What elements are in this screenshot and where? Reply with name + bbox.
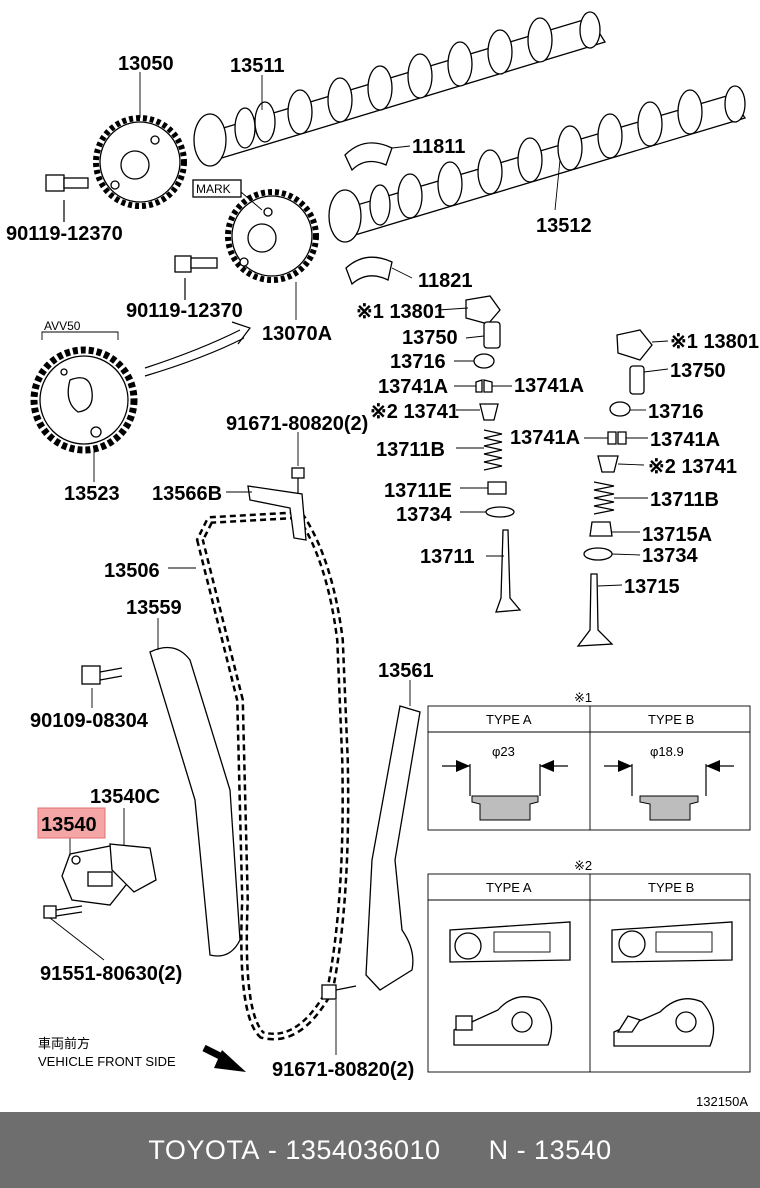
note-table-2 xyxy=(427,873,751,1073)
label-13559[interactable]: 13559 xyxy=(126,597,182,619)
note1-mark: ※1 xyxy=(574,690,592,705)
label-11811[interactable]: 11811 xyxy=(412,136,465,158)
label-91671-a[interactable]: 91671-80820(2) xyxy=(226,413,368,435)
bolt-91671-b xyxy=(321,984,357,1000)
label-13711B-b[interactable]: 13711B xyxy=(650,489,719,511)
footer-ref: N - 13540 xyxy=(488,1134,612,1165)
label-13070A[interactable]: 13070A xyxy=(262,323,332,345)
bolt-91671-a xyxy=(291,467,305,494)
gasket-13540C xyxy=(109,843,157,893)
label-13540C[interactable]: 13540C xyxy=(90,786,160,808)
vehicle-front-en: VEHICLE FRONT SIDE xyxy=(38,1054,176,1069)
label-13711E[interactable]: 13711E xyxy=(384,480,452,502)
note2-type-b: TYPE B xyxy=(648,880,694,895)
tensioner-arm-13559 xyxy=(149,646,241,957)
label-13734-b[interactable]: 13734 xyxy=(642,545,698,567)
valvetrain-left xyxy=(465,295,522,613)
vehicle-front-arrow-icon xyxy=(202,1044,246,1072)
label-avv50: AVV50 xyxy=(44,319,81,333)
note1-type-b: TYPE B xyxy=(648,712,694,727)
note-table-1 xyxy=(427,705,751,831)
bearing-11811 xyxy=(344,142,393,172)
label-13801-b[interactable]: ※1 13801 xyxy=(670,331,759,353)
label-13715[interactable]: 13715 xyxy=(624,576,680,598)
label-91671-b[interactable]: 91671-80820(2) xyxy=(272,1059,414,1081)
part-labels: 13050 13511 11811 90119-12370 MARK 13512… xyxy=(6,53,759,1081)
label-91551[interactable]: 91551-80630(2) xyxy=(40,963,182,985)
label-13741A-b[interactable]: 13741A xyxy=(514,375,584,397)
bolt-90119-a xyxy=(45,174,89,222)
label-13711[interactable]: 13711 xyxy=(420,546,475,568)
label-13741-a[interactable]: ※2 13741 xyxy=(370,401,459,423)
guide-13566B xyxy=(247,485,307,541)
valvetrain-right xyxy=(576,329,653,647)
footer-brand: TOYOTA xyxy=(148,1134,260,1165)
bolt-91551 xyxy=(43,905,83,919)
label-mark: MARK xyxy=(196,182,231,196)
label-11821[interactable]: 11821 xyxy=(418,270,473,292)
label-13711B-a[interactable]: 13711B xyxy=(376,439,445,461)
label-13540[interactable]: 13540 xyxy=(41,814,97,836)
label-90119-b[interactable]: 90119-12370 xyxy=(126,300,243,322)
label-90119-a[interactable]: 90119-12370 xyxy=(6,223,123,245)
label-13741A-c[interactable]: 13741A xyxy=(510,427,580,449)
label-13715A[interactable]: 13715A xyxy=(642,524,712,546)
label-13050[interactable]: 13050 xyxy=(118,53,174,75)
label-90109[interactable]: 90109-08304 xyxy=(30,710,149,732)
note2-type-a: TYPE A xyxy=(486,880,532,895)
label-13716-b[interactable]: 13716 xyxy=(648,401,704,423)
label-13801-a[interactable]: ※1 13801 xyxy=(356,301,445,323)
footer-sep-1: - xyxy=(259,1134,286,1165)
label-13741-b[interactable]: ※2 13741 xyxy=(648,456,737,478)
footer-bar: TOYOTA - 1354036010 N - 13540 xyxy=(0,1112,760,1188)
footer-gap xyxy=(441,1135,489,1166)
timing-chain-diagram: 13050 13511 11811 90119-12370 MARK 13512… xyxy=(6,11,759,1109)
bolt-90119-b xyxy=(174,255,218,300)
sprocket-13523 xyxy=(30,321,251,454)
label-13561[interactable]: 13561 xyxy=(378,660,434,682)
label-13506[interactable]: 13506 xyxy=(104,560,160,582)
guide-13561 xyxy=(365,705,421,991)
note1-type-a: TYPE A xyxy=(486,712,532,727)
label-13750-a[interactable]: 13750 xyxy=(402,327,458,349)
sprocket-13070A xyxy=(192,179,319,283)
label-13512[interactable]: 13512 xyxy=(536,215,592,237)
note1-dia-a: φ23 xyxy=(492,744,515,759)
vehicle-front-jp: 車両前方 xyxy=(38,1036,90,1051)
sprocket-13050 xyxy=(93,115,187,209)
note2-mark: ※2 xyxy=(574,858,592,873)
footer-part-number: 1354036010 xyxy=(285,1134,441,1165)
camshaft-13511 xyxy=(193,11,607,167)
label-13511[interactable]: 13511 xyxy=(230,55,285,77)
label-13566B[interactable]: 13566B xyxy=(152,483,222,505)
label-13741A-d[interactable]: 13741A xyxy=(650,429,720,451)
note1-dia-b: φ18.9 xyxy=(650,744,684,759)
bearing-11821 xyxy=(345,256,393,286)
highlight-13540 xyxy=(37,807,106,839)
label-13716-a[interactable]: 13716 xyxy=(390,351,446,373)
drawing-id: 132150A xyxy=(696,1094,748,1109)
label-13741A-a[interactable]: 13741A xyxy=(378,376,448,398)
label-13734-a[interactable]: 13734 xyxy=(396,504,452,526)
timing-chain-13506 xyxy=(195,510,350,1041)
camshaft-13512 xyxy=(328,85,747,243)
leader-lines xyxy=(49,72,669,1055)
label-13523[interactable]: 13523 xyxy=(64,483,120,505)
label-13750-b[interactable]: 13750 xyxy=(670,360,726,382)
bolt-90109 xyxy=(81,665,123,685)
